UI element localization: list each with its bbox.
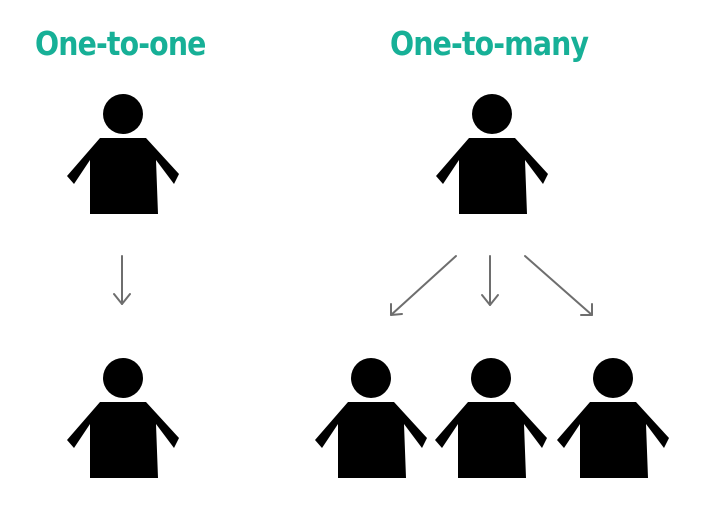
arrow-down-icon-one-to-many [481, 255, 499, 306]
arrow-down-left-icon [390, 255, 457, 316]
one-to-one-title: One-to-one [35, 24, 206, 63]
person-icon-one-to-one-target [67, 358, 179, 478]
person-icon-one-to-one-source [67, 94, 179, 214]
person-icon-one-to-many-target-3 [557, 358, 669, 478]
one-to-many-title: One-to-many [390, 24, 589, 63]
arrow-down-icon-one-to-one [113, 255, 131, 305]
person-icon-one-to-many-target-2 [435, 358, 547, 478]
person-icon-one-to-many-target-1 [315, 358, 427, 478]
arrow-down-right-icon [524, 255, 593, 316]
person-icon-one-to-many-source [436, 94, 548, 214]
